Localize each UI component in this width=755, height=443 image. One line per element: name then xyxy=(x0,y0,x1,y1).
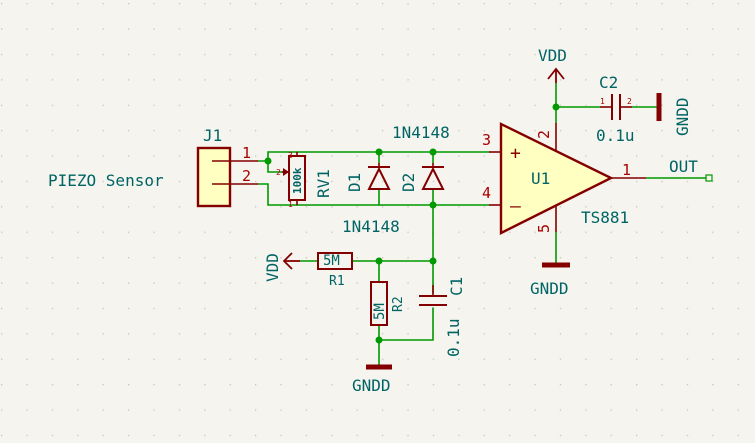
r1-ref: R1 xyxy=(329,274,345,289)
u1-plus-sign: + xyxy=(510,143,521,164)
resistor-r2[interactable]: 5M R2 xyxy=(370,281,406,326)
junction-dot xyxy=(429,201,437,209)
u1-minus-sign: – xyxy=(510,196,521,217)
u1-pin-vdd-number: 2 xyxy=(535,130,553,139)
gnd-u1-label: GNDD xyxy=(530,279,569,298)
rv1-pin-number: 2 xyxy=(276,168,281,177)
capacitor-c1[interactable]: C1 0.1u xyxy=(419,277,466,357)
j1-pin2-number: 2 xyxy=(242,167,251,185)
opamp-u1[interactable]: + – U1 TS881 3 4 2 5 1 xyxy=(482,122,646,235)
connector-j1[interactable]: J1 PIEZO Sensor 1 2 xyxy=(48,126,258,208)
r2-ref: R2 xyxy=(391,296,406,312)
rv1-ref: RV1 xyxy=(314,169,333,198)
u1-value: TS881 xyxy=(581,208,629,227)
junction-dot xyxy=(429,257,437,265)
power-gnd-u1[interactable]: GNDD xyxy=(530,262,570,298)
j1-ref: J1 xyxy=(203,126,222,145)
rv1-wiper-arrow xyxy=(283,168,289,176)
wires xyxy=(257,82,707,368)
gnd-c2-label: GNDD xyxy=(673,97,692,136)
u1-pin-minus-number: 4 xyxy=(482,184,491,202)
u1-pin-out-number: 1 xyxy=(622,161,631,179)
d1-ref: D1 xyxy=(345,173,364,192)
power-vdd-top[interactable]: VDD xyxy=(538,46,567,83)
junction-dot xyxy=(264,157,272,165)
d2-triangle xyxy=(421,166,445,190)
u1-ref: U1 xyxy=(531,169,550,188)
rv1-pin-number: 3 xyxy=(288,151,293,160)
vdd-top-label: VDD xyxy=(538,46,567,65)
diode-value-bottom: 1N4148 xyxy=(342,217,400,236)
power-gnd-r2[interactable]: GNDD xyxy=(352,364,392,395)
power-vdd-r1[interactable]: VDD xyxy=(263,252,300,282)
power-gnd-c2[interactable]: GNDD xyxy=(656,93,692,136)
junction-dot xyxy=(375,336,383,344)
c2-ref: C2 xyxy=(599,73,618,92)
r1-value: 5M xyxy=(323,253,340,269)
j1-pin1-number: 1 xyxy=(242,144,251,162)
c1-value: 0.1u xyxy=(444,318,463,357)
r2-value: 5M xyxy=(372,303,388,320)
r1-body xyxy=(317,252,353,270)
junctions xyxy=(264,103,560,344)
j1-body xyxy=(196,146,232,208)
vdd-r1-label: VDD xyxy=(263,253,282,282)
capacitor-c2[interactable]: C2 0.1u 1 2 xyxy=(596,73,635,145)
out-label-text: OUT xyxy=(669,157,698,176)
c1-ref: C1 xyxy=(447,277,466,296)
junction-dot xyxy=(552,103,560,111)
diode-d1[interactable]: D1 xyxy=(345,163,391,192)
diode-d2[interactable]: D2 xyxy=(399,163,445,192)
c2-value: 0.1u xyxy=(596,126,635,145)
junction-dot xyxy=(375,148,383,156)
gnd-r2-label: GNDD xyxy=(352,376,391,395)
r2-body xyxy=(370,281,388,326)
d2-ref: D2 xyxy=(399,173,418,192)
u1-pin-gnd-number: 5 xyxy=(535,224,553,233)
j1-value: PIEZO Sensor xyxy=(48,171,164,190)
potentiometer-rv1[interactable]: 100k 3 2 1 RV1 xyxy=(276,151,333,209)
out-label-flag xyxy=(705,174,713,182)
c2-pin-number: 2 xyxy=(627,97,632,106)
c2-pin-number: 1 xyxy=(600,97,605,106)
u1-pin-plus-number: 3 xyxy=(482,131,491,149)
net-label-out[interactable]: OUT xyxy=(669,157,713,182)
resistor-r1[interactable]: 5M R1 xyxy=(317,252,353,289)
rv1-value: 100k xyxy=(291,167,304,194)
diode-value-top: 1N4148 xyxy=(392,123,450,142)
junction-dot xyxy=(429,148,437,156)
rv1-pin-number: 1 xyxy=(288,200,293,209)
junction-dot xyxy=(375,257,383,265)
